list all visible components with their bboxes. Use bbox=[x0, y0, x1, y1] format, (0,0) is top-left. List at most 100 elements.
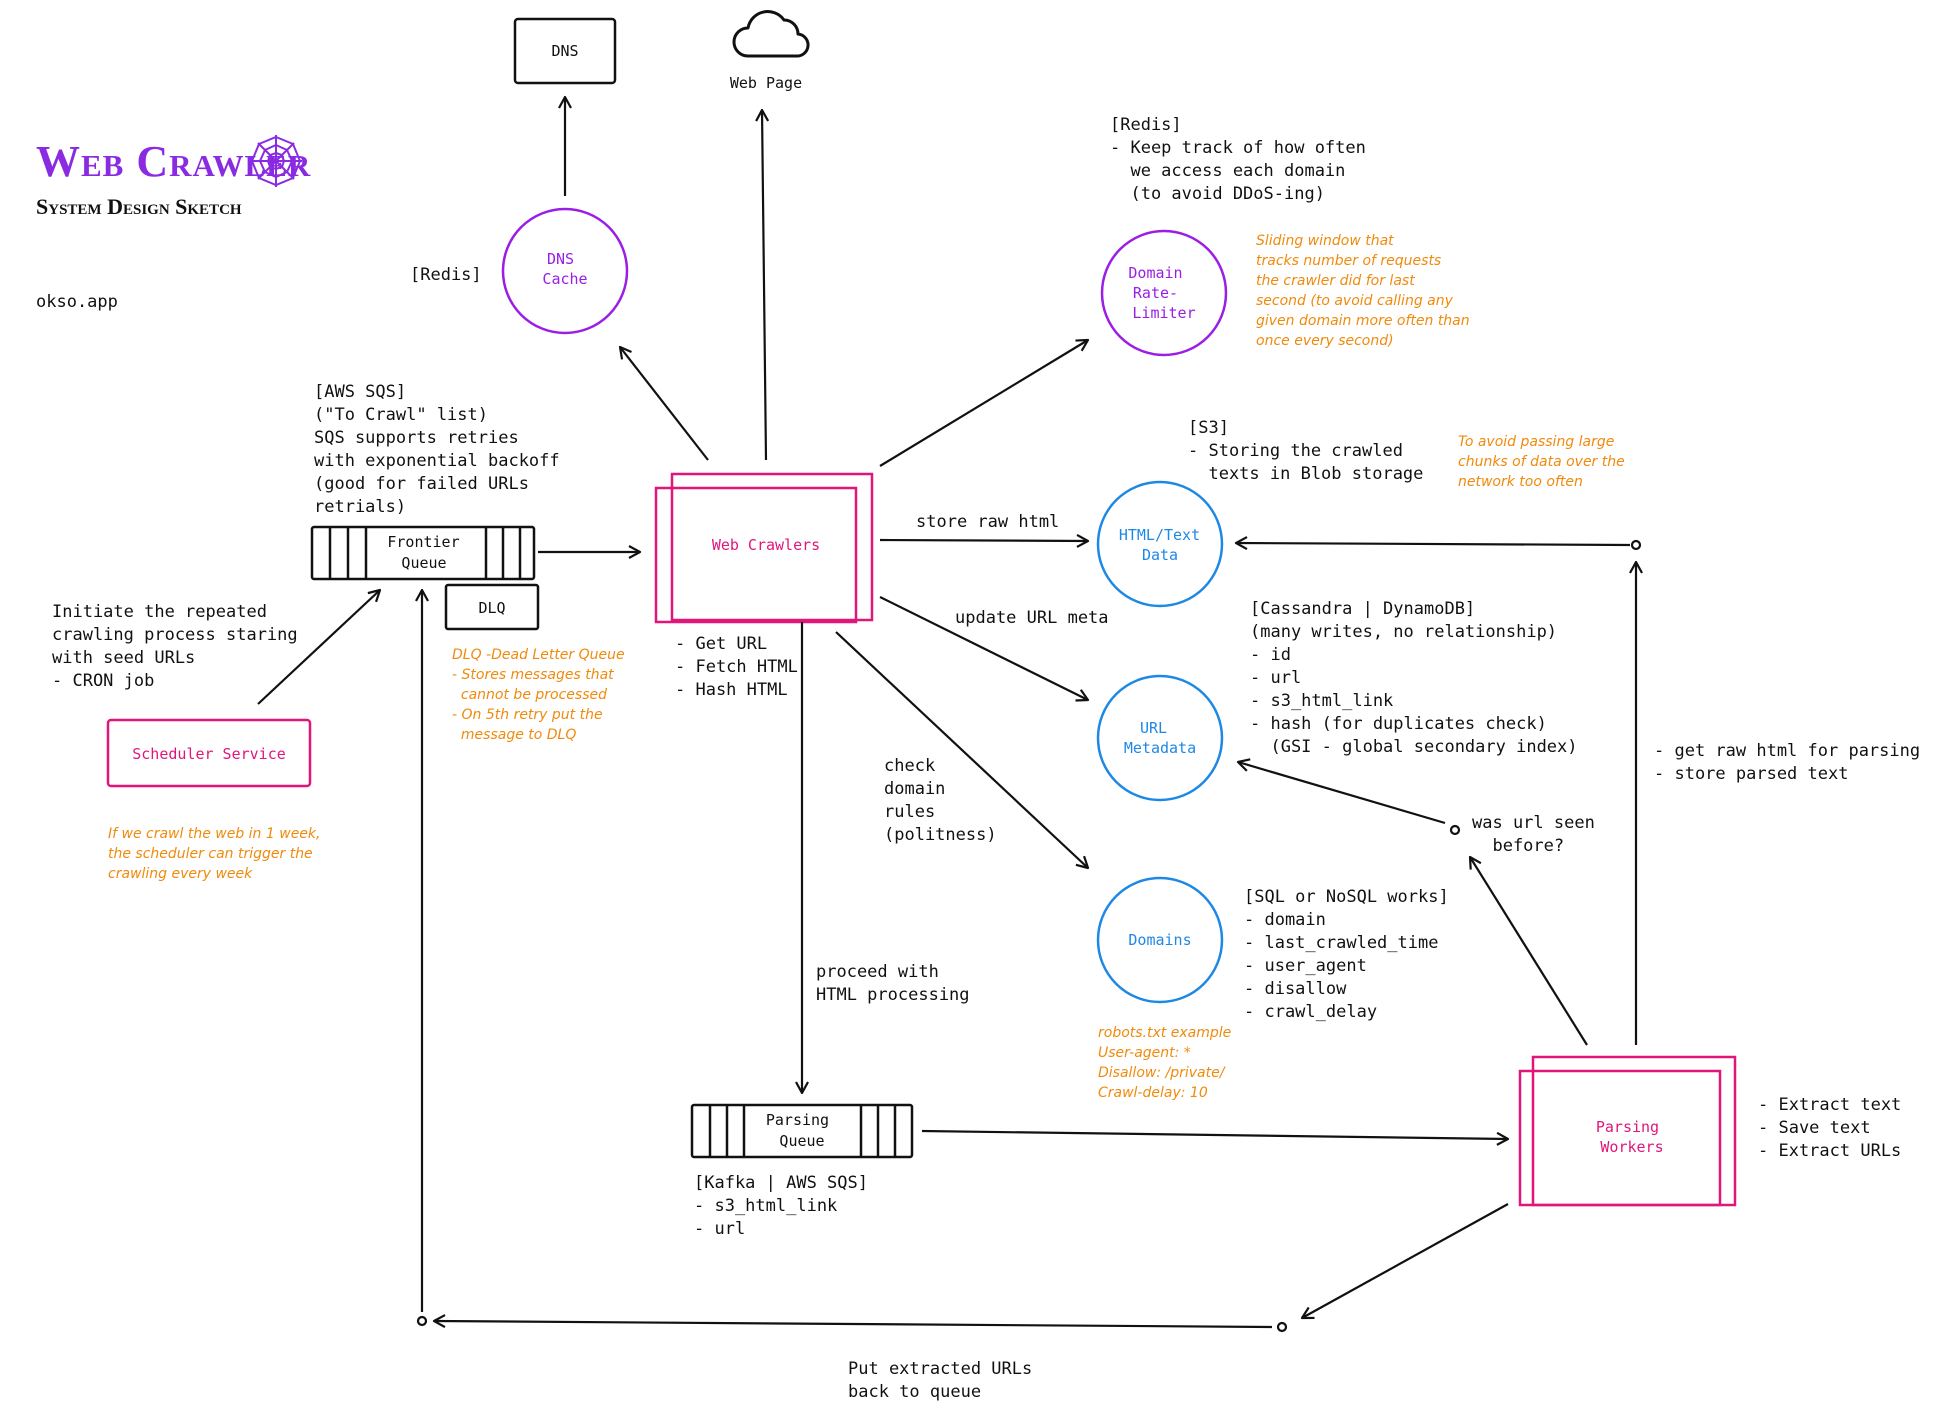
note-line: - s3_html_link bbox=[694, 1196, 837, 1216]
edge-line: proceed with bbox=[816, 962, 939, 982]
note-line: - last_crawled_time bbox=[1244, 933, 1438, 953]
brand-site: okso.app bbox=[36, 292, 118, 312]
note-line: [SQL or NoSQL works] bbox=[1244, 887, 1449, 907]
frontier-queue-node[interactable]: Frontier Queue bbox=[310, 525, 536, 581]
arrow-workers-to-seen-junction bbox=[1468, 855, 1588, 1046]
brand-subtitle: System Design Sketch bbox=[36, 194, 242, 219]
annot-line: Crawl-delay: 10 bbox=[1098, 1085, 1208, 1101]
note-line: we access each domain bbox=[1110, 161, 1345, 181]
annot-line: once every second) bbox=[1256, 333, 1394, 349]
frontier-line: Frontier bbox=[387, 533, 459, 551]
web-crawlers-node[interactable]: Web Crawlers bbox=[654, 472, 874, 624]
annot-line: Disallow: /private/ bbox=[1098, 1065, 1226, 1081]
arrow-bottom-return bbox=[432, 1314, 1273, 1329]
parsing-workers-line: Parsing bbox=[1596, 1118, 1659, 1136]
edge-label-check-rules: check domain rules (politness) bbox=[884, 756, 997, 845]
annot-line: the crawler did for last bbox=[1256, 273, 1415, 289]
note-line: (to avoid DDoS-ing) bbox=[1110, 184, 1325, 204]
arrow-crawler-to-domains bbox=[835, 631, 1090, 870]
note-line: [Kafka | AWS SQS] bbox=[694, 1173, 868, 1193]
note-line: - domain bbox=[1244, 910, 1326, 930]
url-metadata-line: Metadata bbox=[1124, 739, 1196, 757]
note-line: [Redis] bbox=[1110, 115, 1182, 135]
rate-limiter-line: Domain bbox=[1128, 264, 1182, 282]
note-line: - hash (for duplicates check) bbox=[1250, 714, 1547, 734]
note-line: [AWS SQS] bbox=[314, 382, 406, 402]
note-line: - Hash HTML bbox=[675, 680, 788, 700]
note-line: back to queue bbox=[848, 1382, 981, 1402]
note-line: - crawl_delay bbox=[1244, 1002, 1377, 1022]
note-line: [Cassandra | DynamoDB] bbox=[1250, 599, 1475, 619]
note-line: - disallow bbox=[1244, 979, 1347, 999]
note-line: - Extract text bbox=[1758, 1095, 1901, 1115]
robots-annotation: robots.txt example User-agent: * Disallo… bbox=[1098, 1025, 1236, 1101]
html-text-data-node[interactable]: HTML/Text Data bbox=[1096, 480, 1224, 608]
put-urls-note: Put extracted URLs back to queue bbox=[848, 1359, 1042, 1402]
s3-note: [S3] - Storing the crawled texts in Blob… bbox=[1188, 418, 1423, 484]
annot-line: Sliding window that bbox=[1256, 233, 1394, 249]
parsing-queue-label: Parsing Queue bbox=[766, 1111, 838, 1150]
cassandra-note: [Cassandra | DynamoDB] (many writes, no … bbox=[1250, 599, 1578, 757]
annot-line: cannot be processed bbox=[452, 687, 607, 703]
raw-html-note: - get raw html for parsing - store parse… bbox=[1654, 741, 1930, 784]
scheduler-service-node[interactable]: Scheduler Service bbox=[106, 718, 312, 788]
note-line: (GSI - global secondary index) bbox=[1250, 737, 1578, 757]
note-line: - Storing the crawled bbox=[1188, 441, 1403, 461]
scheduler-label: Scheduler Service bbox=[132, 745, 286, 763]
parsing-steps: - Extract text - Save text - Extract URL… bbox=[1758, 1095, 1912, 1161]
edge-line: check bbox=[884, 756, 935, 776]
edge-line: domain bbox=[884, 779, 945, 799]
spider-web-icon bbox=[250, 135, 302, 187]
scheduler-note: Initiate the repeated crawling process s… bbox=[52, 602, 308, 691]
note-line: - user_agent bbox=[1244, 956, 1367, 976]
note-line: [S3] bbox=[1188, 418, 1229, 438]
cloud-icon bbox=[732, 10, 810, 58]
junctions bbox=[416, 539, 1642, 1333]
arrow-crawler-to-urlmeta bbox=[879, 596, 1090, 702]
annot-line: crawling every week bbox=[108, 866, 253, 882]
rate-limiter-node[interactable]: Domain Rate- Limiter bbox=[1100, 229, 1228, 357]
annot-line: - Stores messages that bbox=[452, 667, 614, 683]
edge-line: rules bbox=[884, 802, 935, 822]
annot-line: network too often bbox=[1458, 474, 1583, 490]
parsing-queue-node[interactable]: Parsing Queue bbox=[690, 1103, 914, 1159]
annot-line: To avoid passing large bbox=[1458, 434, 1614, 450]
note-line: retrials) bbox=[314, 497, 406, 517]
dns-cache-node[interactable]: DNS Cache bbox=[501, 207, 629, 335]
redis-dns-note: [Redis] bbox=[410, 265, 482, 285]
url-metadata-label: URL Metadata bbox=[1124, 719, 1196, 757]
url-metadata-node[interactable]: URL Metadata bbox=[1096, 674, 1224, 802]
frontier-line: Queue bbox=[401, 554, 446, 572]
web-page-node[interactable]: Web Page bbox=[730, 10, 810, 92]
note-line: (good for failed URLs bbox=[314, 474, 529, 494]
html-data-line: HTML/Text bbox=[1119, 526, 1200, 544]
dns-cache-line: DNS bbox=[547, 250, 574, 268]
crawler-steps: - Get URL - Fetch HTML - Hash HTML bbox=[675, 634, 808, 700]
dlq-node[interactable]: DLQ bbox=[444, 583, 540, 631]
edge-label-store-raw: store raw html bbox=[916, 512, 1059, 532]
brand: Web Crawler System Design Sketch okso.ap… bbox=[36, 135, 310, 312]
dns-label: DNS bbox=[551, 42, 578, 60]
parsing-workers-node[interactable]: Parsing Workers bbox=[1518, 1055, 1737, 1207]
sql-note: [SQL or NoSQL works] - domain - last_cra… bbox=[1244, 887, 1459, 1022]
dlq-label: DLQ bbox=[478, 599, 505, 617]
url-seen-note: was url seen before? bbox=[1472, 813, 1605, 856]
annot-line: chunks of data over the bbox=[1458, 454, 1625, 470]
arrows bbox=[257, 95, 1643, 1329]
html-data-line: Data bbox=[1142, 546, 1178, 564]
annot-line: message to DLQ bbox=[452, 727, 576, 743]
arrow-crawler-to-ratelimiter bbox=[879, 338, 1090, 467]
note-line: - Extract URLs bbox=[1758, 1141, 1901, 1161]
web-crawlers-label: Web Crawlers bbox=[712, 536, 820, 554]
arrow-junction-to-htmldata bbox=[1234, 536, 1631, 551]
domains-node[interactable]: Domains bbox=[1096, 876, 1224, 1004]
note-line: with exponential backoff bbox=[314, 451, 560, 471]
url-metadata-line: URL bbox=[1140, 719, 1167, 737]
annot-line: given domain more often than bbox=[1256, 313, 1470, 329]
annot-line: DLQ -Dead Letter Queue bbox=[452, 647, 625, 663]
dns-node[interactable]: DNS bbox=[513, 17, 617, 85]
note-line: was url seen bbox=[1472, 813, 1595, 833]
arrow-seen-junction-to-urlmeta bbox=[1236, 758, 1446, 825]
sqs-note: [AWS SQS] ("To Crawl" list) SQS supports… bbox=[314, 382, 570, 517]
